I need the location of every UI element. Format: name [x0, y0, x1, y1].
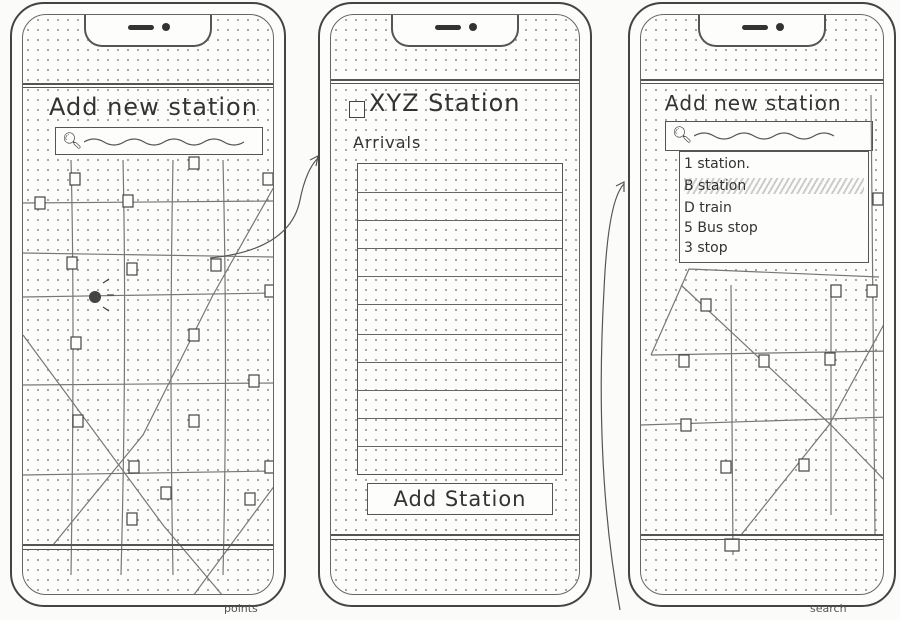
- search-result-item[interactable]: D train: [684, 200, 732, 216]
- station-marker: [72, 414, 84, 428]
- station-title: XYZ Station: [369, 89, 521, 117]
- page-title: Add new station: [49, 93, 258, 121]
- station-marker: [160, 486, 172, 500]
- station-marker: [34, 196, 46, 210]
- page-title: Add new station: [665, 91, 842, 115]
- phone-notch: [698, 15, 826, 47]
- detail-screen: XYZ Station Arrivals Add Station: [330, 14, 580, 595]
- search-result-item-selected[interactable]: B station: [684, 178, 864, 194]
- station-marker: [126, 512, 138, 526]
- station-map[interactable]: [23, 15, 274, 595]
- search-bar[interactable]: 🔍︎: [55, 127, 263, 155]
- location-dot-icon: [89, 278, 114, 312]
- station-marker: [128, 460, 140, 474]
- station-marker: [122, 194, 134, 208]
- station-marker: [66, 256, 78, 270]
- footer-note: search: [810, 602, 847, 615]
- station-marker: [210, 258, 222, 272]
- curved-arrow-icon: [209, 154, 319, 259]
- search-input[interactable]: 🔍︎: [665, 121, 873, 151]
- station-marker: [262, 172, 273, 186]
- phone-notch: [391, 15, 519, 47]
- station-marker: [188, 328, 200, 342]
- search-results-dropdown[interactable]: 1 station. B station D train 5 Bus stop …: [679, 151, 869, 263]
- station-marker: [126, 262, 138, 276]
- search-result-item[interactable]: 3 stop: [684, 240, 728, 256]
- station-marker: [70, 336, 82, 350]
- footer-note: points: [224, 602, 258, 615]
- curved-arrow-icon: [600, 181, 625, 611]
- station-favorite-checkbox[interactable]: [349, 101, 365, 118]
- search-placeholder-squiggle: [84, 138, 245, 146]
- station-marker: [248, 374, 260, 388]
- magnifier-icon: 🔍︎: [672, 125, 693, 144]
- arrivals-list[interactable]: [357, 163, 563, 475]
- header-divider: [23, 83, 273, 85]
- phone-notch: [84, 15, 212, 47]
- station-map-background: [641, 94, 883, 556]
- phone-search-screen: Add new station 🔍︎ 1 station. B station …: [628, 2, 896, 607]
- add-station-button[interactable]: Add Station: [367, 483, 553, 515]
- station-marker: [188, 414, 200, 428]
- station-marker: [188, 156, 200, 170]
- arrivals-label: Arrivals: [353, 133, 422, 152]
- search-typed-squiggle: [694, 132, 835, 140]
- station-marker: [264, 460, 273, 474]
- magnifier-icon: 🔍︎: [62, 131, 83, 150]
- phone-map-screen: Add new station 🔍︎: [10, 2, 286, 607]
- map-screen: Add new station 🔍︎: [22, 14, 274, 595]
- search-screen: Add new station 🔍︎ 1 station. B station …: [640, 14, 884, 595]
- station-marker: [69, 172, 81, 186]
- station-marker: [264, 284, 273, 298]
- station-marker: [244, 492, 256, 506]
- search-result-item[interactable]: 1 station.: [684, 156, 750, 172]
- search-result-item[interactable]: 5 Bus stop: [684, 220, 758, 236]
- list-item: [358, 192, 562, 193]
- phone-detail-screen: XYZ Station Arrivals Add Station: [318, 2, 592, 607]
